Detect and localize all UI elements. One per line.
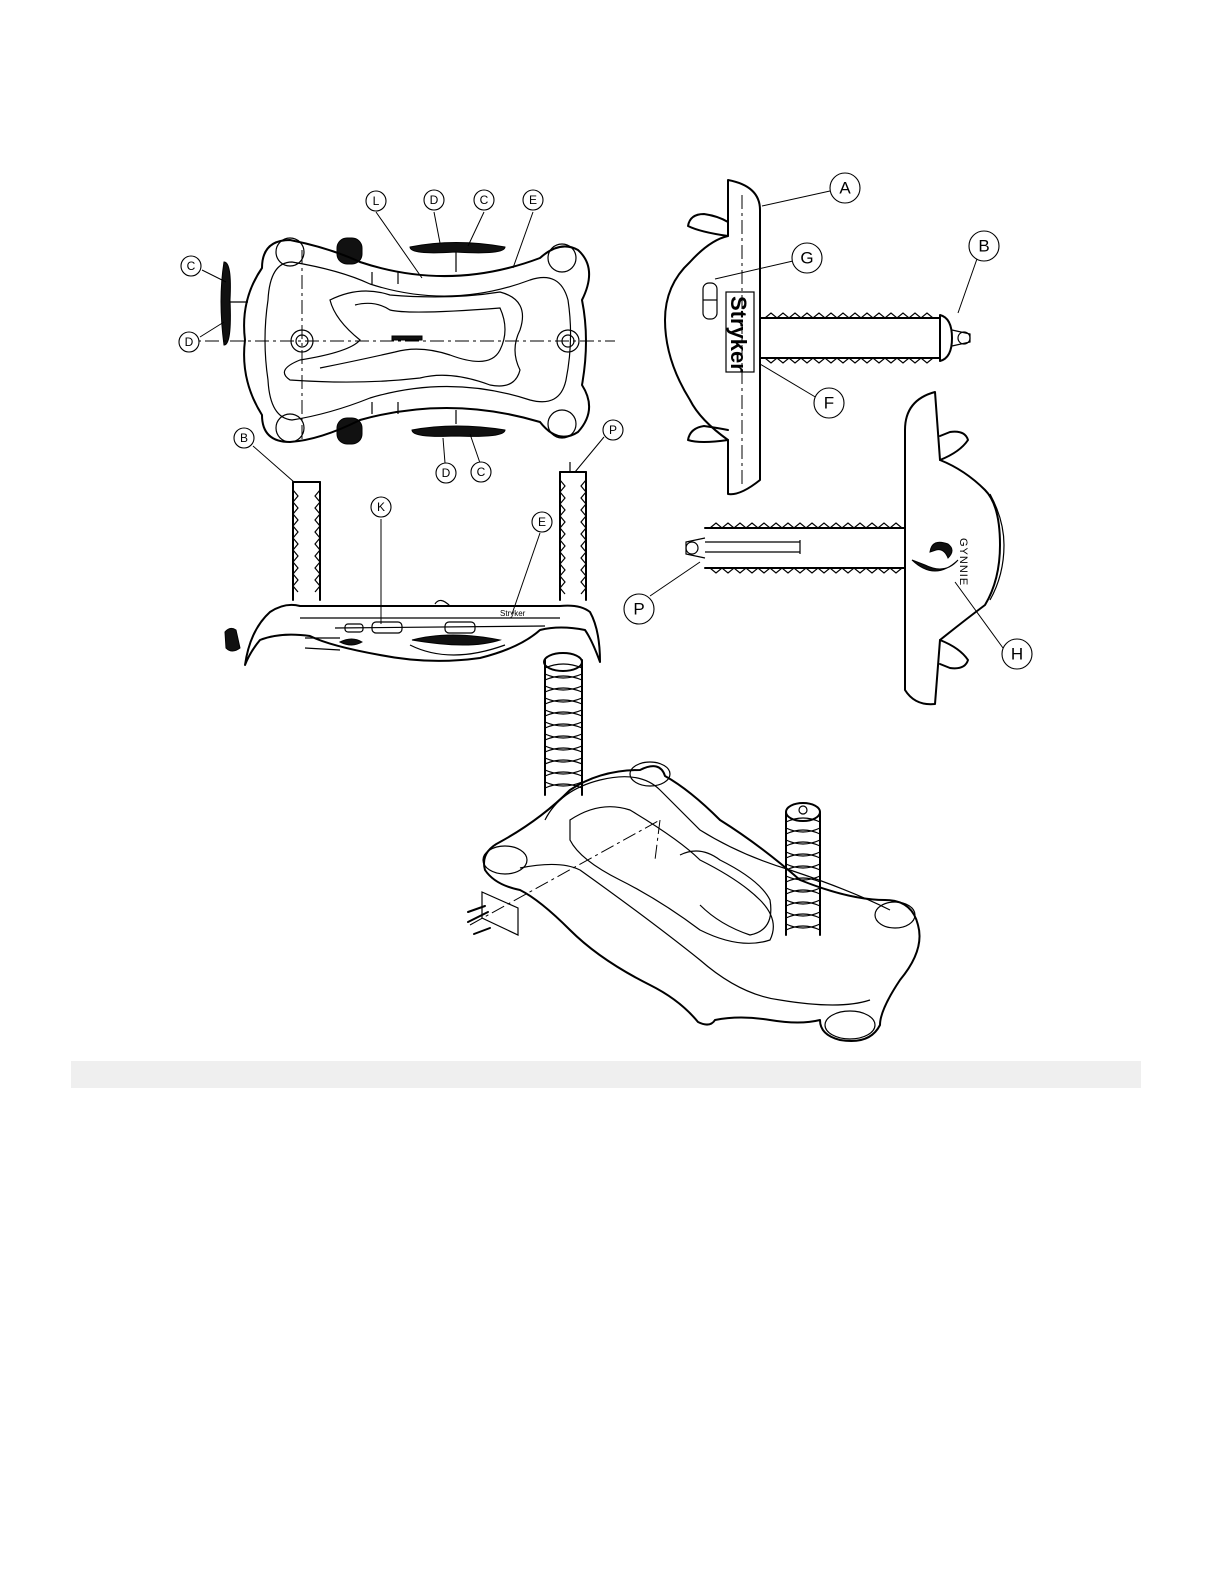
callout-C-left: C — [181, 256, 201, 276]
svg-text:G: G — [800, 249, 813, 268]
paddle-left — [221, 262, 230, 345]
isometric-view — [468, 653, 920, 1041]
callout-A-side: A — [830, 173, 860, 203]
svg-text:P: P — [609, 423, 617, 437]
callout-D-bottom: D — [436, 463, 456, 483]
callout-C-top: C — [474, 190, 494, 210]
callout-C-bottom: C — [471, 462, 491, 482]
svg-text:H: H — [1011, 645, 1023, 664]
paddle-lower — [412, 426, 505, 436]
callout-D-left: D — [179, 332, 199, 352]
svg-text:E: E — [529, 193, 537, 207]
svg-text:D: D — [185, 335, 194, 349]
top-view — [180, 238, 615, 444]
callout-E-front: E — [532, 512, 552, 532]
svg-text:A: A — [839, 179, 851, 198]
side-screw — [760, 318, 940, 358]
callout-E-top: E — [523, 190, 543, 210]
svg-text:B: B — [240, 431, 248, 445]
side-view-2: GYNNIE — [686, 392, 1004, 704]
callout-B-side: B — [969, 231, 999, 261]
callout-K-front: K — [371, 497, 391, 517]
side2-body — [905, 392, 1000, 704]
front-view: Stryker — [225, 462, 600, 665]
svg-text:D: D — [430, 193, 439, 207]
callout-L: L — [366, 191, 386, 211]
svg-text:P: P — [633, 600, 644, 619]
callout-P-front: P — [603, 420, 623, 440]
paddle-upper — [410, 243, 505, 253]
callout-B-front: B — [234, 428, 254, 448]
callout-G-side: G — [792, 243, 822, 273]
callout-F-side: F — [814, 388, 844, 418]
svg-text:C: C — [480, 193, 489, 207]
brand-name: GYNNIE — [957, 538, 969, 586]
callout-H-side2: H — [1002, 639, 1032, 669]
svg-text:E: E — [538, 515, 546, 529]
side-view: Stryker — [665, 180, 970, 494]
svg-text:D: D — [442, 466, 451, 480]
svg-text:C: C — [477, 465, 486, 479]
iso-base — [484, 766, 920, 1041]
footer-bar — [71, 1061, 1141, 1088]
front-body — [245, 605, 600, 665]
svg-text:C: C — [187, 259, 196, 273]
iso-left-screw — [545, 660, 582, 795]
callout-D-top: D — [424, 190, 444, 210]
svg-text:L: L — [373, 194, 380, 208]
callout-P-side2: P — [624, 594, 654, 624]
front-left-screw — [293, 482, 320, 600]
side2-screw — [705, 528, 905, 568]
side-logo: Stryker — [726, 296, 751, 372]
svg-text:K: K — [377, 500, 385, 514]
svg-text:F: F — [824, 394, 834, 413]
svg-text:B: B — [978, 237, 989, 256]
